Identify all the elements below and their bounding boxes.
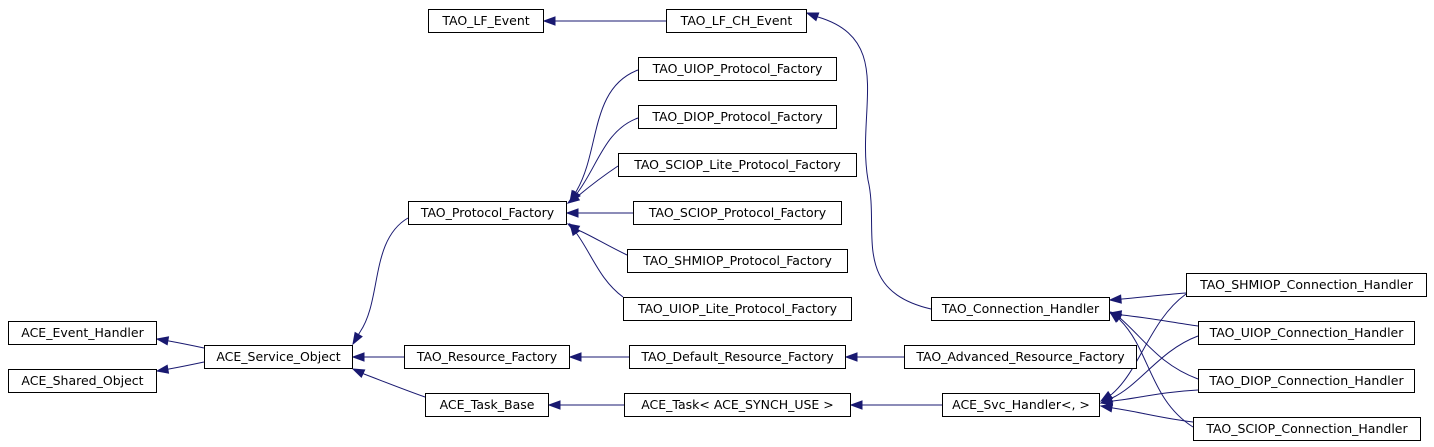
class-node-ace-svc-handler[interactable]: ACE_Svc_Handler<, > <box>942 393 1100 417</box>
inheritance-edge-tao_uiop_connection_handler-to-ace_svc_handler <box>1111 335 1199 399</box>
inheritance-edge-ace_task_base-to-ace_service_object <box>363 373 426 398</box>
class-node-tao-protocol-factory[interactable]: TAO_Protocol_Factory <box>408 201 567 225</box>
class-node-tao-sciop-lite-protocol-factory[interactable]: TAO_SCIOP_Lite_Protocol_Factory <box>618 153 857 177</box>
arrowhead-icon <box>351 352 365 362</box>
inheritance-edge-stub <box>1110 393 1113 396</box>
class-node-tao-sciop-protocol-factory[interactable]: TAO_SCIOP_Protocol_Factory <box>633 201 842 225</box>
arrowhead-icon <box>155 336 170 346</box>
inheritance-edge-tao_shmiop_connection_handler-to-ace_svc_handler <box>1111 293 1187 395</box>
inheritance-edge-stub <box>1118 318 1121 321</box>
inheritance-edge-stub <box>575 232 578 235</box>
class-node-ace-service-object[interactable]: ACE_Service_Object <box>204 345 353 369</box>
inheritance-edge-tao_uiop_lite_protocol_factory-to-tao_protocol_factory <box>576 233 624 298</box>
inheritance-edge-tao_sciop_connection_handler-to-ace_svc_handler <box>1112 407 1194 423</box>
arrowhead-icon <box>155 364 170 374</box>
inheritance-edge-stub <box>358 331 361 335</box>
inheritance-edge-tao_diop_connection_handler-to-ace_svc_handler <box>1112 389 1199 402</box>
inheritance-edge-stub <box>576 191 579 194</box>
arrowhead-icon <box>542 16 556 26</box>
arrowhead-icon <box>1099 403 1114 413</box>
class-node-tao-default-resource-factory[interactable]: TAO_Default_Resource_Factory <box>629 345 846 369</box>
class-node-tao-shmiop-protocol-factory[interactable]: TAO_SHMIOP_Protocol_Factory <box>627 249 848 273</box>
class-node-tao-uiop-lite-protocol-factory[interactable]: TAO_UIOP_Lite_Protocol_Factory <box>623 297 852 321</box>
class-node-tao-diop-connection-handler[interactable]: TAO_DIOP_Connection_Handler <box>1198 369 1415 393</box>
inheritance-edge-tao_uiop_connection_handler-to-tao_connection_handler <box>1121 314 1199 327</box>
arrowhead-icon <box>568 352 582 362</box>
inheritance-edge-ace_service_object-to-ace_shared_object <box>168 361 205 370</box>
inheritance-edge-tao_shmiop_connection_handler-to-tao_connection_handler <box>1121 292 1187 300</box>
inheritance-edge-tao_diop_connection_handler-to-tao_connection_handler <box>1119 317 1199 380</box>
inheritance-edge-tao_diop_protocol_factory-to-tao_protocol_factory <box>577 117 639 193</box>
class-node-tao-diop-protocol-factory[interactable]: TAO_DIOP_Protocol_Factory <box>638 105 837 129</box>
inheritance-edge-stub <box>576 195 579 198</box>
class-node-tao-connection-handler[interactable]: TAO_Connection_Handler <box>931 297 1110 321</box>
class-node-ace-task-base[interactable]: ACE_Task_Base <box>425 393 549 417</box>
arrowhead-icon <box>547 400 561 410</box>
inheritance-edge-tao_sciop_lite_protocol_factory-to-tao_protocol_factory <box>577 165 619 197</box>
class-node-tao-lf-ch-event[interactable]: TAO_LF_CH_Event <box>666 9 807 33</box>
class-node-ace-task-synch[interactable]: ACE_Task< ACE_SYNCH_USE > <box>624 393 851 417</box>
class-node-tao-resource-factory[interactable]: TAO_Resource_Factory <box>404 345 570 369</box>
inheritance-edge-tao_uiop_protocol_factory-to-tao_protocol_factory <box>576 69 639 191</box>
inheritance-edge-tao_connection_handler-to-tao_lf_ch_event <box>817 16 932 310</box>
inheritance-edge-tao_protocol_factory-to-ace_service_object <box>359 217 409 333</box>
class-node-ace-event-handler[interactable]: ACE_Event_Handler <box>8 321 157 345</box>
arrowhead-icon <box>849 400 863 410</box>
arrowhead-icon <box>1108 294 1122 304</box>
inheritance-edge-tao_shmiop_protocol_factory-to-tao_protocol_factory <box>577 229 628 256</box>
class-node-ace-shared-object[interactable]: ACE_Shared_Object <box>8 369 157 393</box>
arrowhead-icon <box>351 368 366 379</box>
class-node-tao-uiop-connection-handler[interactable]: TAO_UIOP_Connection_Handler <box>1198 321 1415 345</box>
class-node-tao-shmiop-connection-handler[interactable]: TAO_SHMIOP_Connection_Handler <box>1186 273 1427 297</box>
class-node-tao-uiop-protocol-factory[interactable]: TAO_UIOP_Protocol_Factory <box>638 57 837 81</box>
arrowhead-icon <box>352 331 363 346</box>
class-node-tao-sciop-connection-handler[interactable]: TAO_SCIOP_Connection_Handler <box>1193 417 1421 441</box>
arrowhead-icon <box>805 12 820 22</box>
inheritance-edge-tao_sciop_connection_handler-to-tao_connection_handler <box>1119 319 1194 428</box>
class-node-tao-lf-event[interactable]: TAO_LF_Event <box>428 9 544 33</box>
arrowhead-icon <box>565 208 579 218</box>
arrowhead-icon <box>844 352 858 362</box>
class-node-tao-advanced-resource-factory[interactable]: TAO_Advanced_Resource_Factory <box>904 345 1137 369</box>
inheritance-edge-ace_service_object-to-ace_event_handler <box>168 340 205 349</box>
